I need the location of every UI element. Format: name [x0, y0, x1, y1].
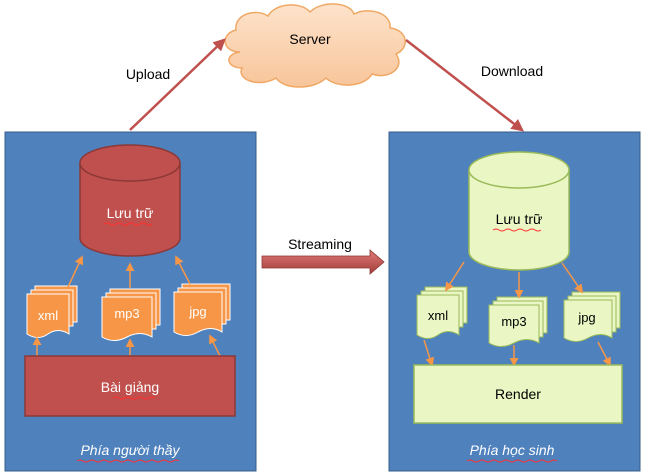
- cloud-icon: [224, 3, 406, 88]
- student-file-xml-label: xml: [428, 308, 448, 323]
- teacher-file-mp3-label: mp3: [114, 306, 139, 321]
- streaming-arrow: [261, 249, 385, 275]
- student-file-mp3: mp3: [488, 296, 548, 347]
- lecture-box: Bài giảng: [24, 355, 236, 417]
- student-flow-arrows: [423, 261, 611, 367]
- teacher-file-xml: xml: [26, 285, 78, 338]
- teacher-file-xml-label: xml: [38, 308, 58, 323]
- lecture-label: Bài giảng: [101, 379, 159, 395]
- streaming-label: Streaming: [288, 236, 352, 252]
- teacher-storage-label: Lưu trữ: [107, 205, 154, 221]
- student-file-mp3-label: mp3: [501, 314, 526, 329]
- student-file-xml: xml: [416, 286, 468, 339]
- student-file-jpg-label: jpg: [577, 310, 595, 325]
- teacher-file-mp3: mp3: [101, 288, 161, 341]
- teacher-caption: Phía người thầy: [80, 442, 180, 458]
- render-box: Render: [413, 364, 623, 424]
- student-file-jpg: jpg: [563, 291, 621, 342]
- student-caption: Phía học sinh: [470, 442, 555, 458]
- student-panel: Lưu trữ xml mp3 jpg: [388, 131, 641, 472]
- server-label: Server: [289, 31, 331, 47]
- upload-arrow: [129, 38, 226, 131]
- download-label: Download: [481, 63, 543, 79]
- upload-label: Upload: [126, 66, 170, 82]
- teacher-file-jpg-label: jpg: [188, 304, 206, 319]
- student-storage-label: Lưu trữ: [496, 211, 543, 227]
- student-storage-cylinder: Lưu trữ: [468, 151, 570, 271]
- teacher-flow-arrows: [32, 255, 221, 357]
- teacher-file-jpg: jpg: [173, 283, 231, 336]
- download-arrow: [405, 39, 524, 132]
- render-label: Render: [495, 386, 541, 402]
- teacher-storage-cylinder: Lưu trữ: [79, 144, 181, 257]
- server-cloud: Server: [224, 3, 406, 88]
- teacher-panel: Lưu trữ xml mp3 jpg: [4, 131, 257, 472]
